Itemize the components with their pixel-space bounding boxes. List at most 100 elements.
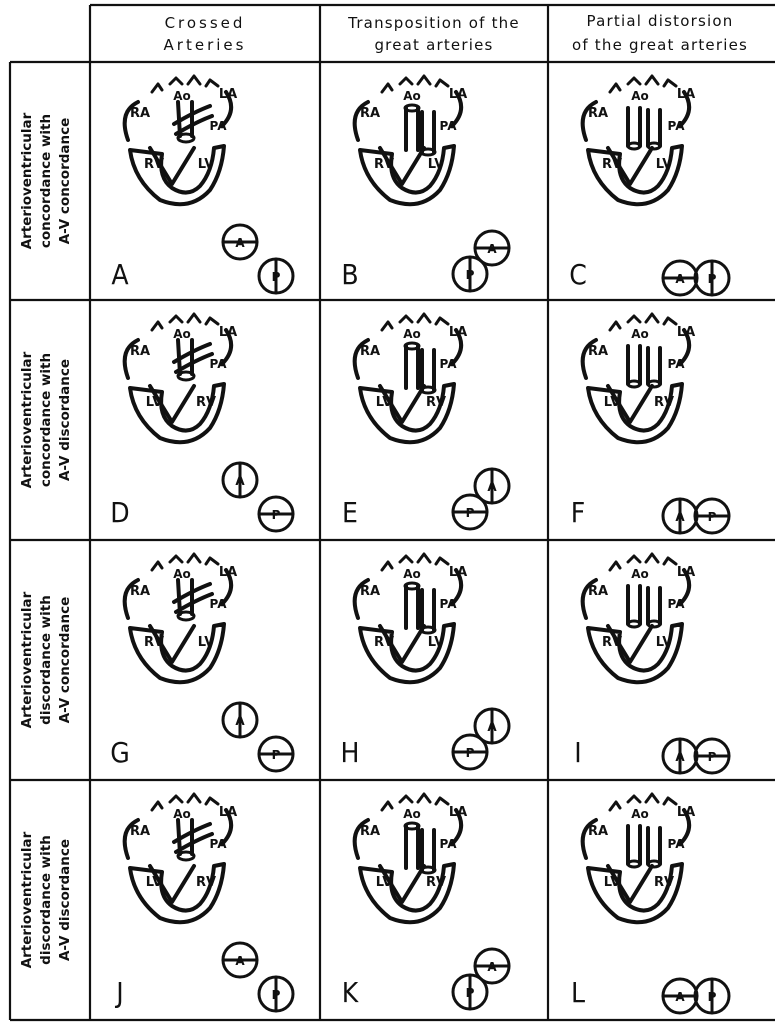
valve-label-2: A — [675, 750, 685, 764]
ventricle-label-right: LV — [604, 395, 621, 410]
row-header-1-line2: concordance with — [38, 114, 54, 248]
ventricle-label-right: LV — [146, 395, 163, 410]
panels: RALAAoPARVLVAAPRALAAoPARVLVBAPRALAAoPARV… — [110, 76, 729, 1013]
row-header-2-line1: Arterioventricular — [19, 351, 35, 488]
ventricle-label-right: RV — [602, 157, 622, 172]
atrium-label-right: RA — [588, 584, 608, 599]
valve-ring — [178, 612, 194, 620]
valve-label-2: P — [466, 268, 475, 282]
pulmonary-artery-label: PA — [210, 119, 228, 133]
valve-label-2: P — [466, 986, 475, 1000]
row-header-2-line2: concordance with — [38, 353, 54, 487]
aorta-label: Ao — [631, 567, 649, 581]
panel-letter: D — [110, 496, 129, 529]
pulmonary-artery-label: PA — [210, 597, 228, 611]
ventricle-label-left: RV — [654, 395, 674, 410]
column-headers: Crossed Arteries Transposition of the gr… — [164, 12, 749, 54]
valve-cusp-lines — [663, 261, 712, 295]
side-by-side-trunks — [628, 346, 660, 384]
valve-ring — [178, 372, 194, 380]
atrium-label-left: LA — [219, 325, 237, 340]
side-by-side-trunks — [628, 586, 660, 624]
ventricle-label-right: LV — [604, 875, 621, 890]
heart-panel-i: RALAAoPARVLVIPA — [574, 554, 729, 773]
row-header-1-line3: A-V concordance — [57, 118, 73, 245]
heart-panel-g: RALAAoPARVLVGPA — [110, 554, 293, 771]
ventricle-label-left: LV — [428, 157, 445, 172]
atrium-label-left: LA — [677, 325, 695, 340]
valve-label-1: P — [272, 748, 281, 762]
pulmonary-artery-label: PA — [440, 597, 458, 611]
heart-panel-c: RALAAoPARVLVCAP — [569, 76, 729, 295]
valve-cusp-lines — [663, 979, 712, 1013]
ventricle-label-right: LV — [376, 395, 393, 410]
heart-panel-b: RALAAoPARVLVBAP — [341, 76, 509, 291]
aorta-label: Ao — [403, 567, 421, 581]
ventricle-label-left: LV — [428, 635, 445, 650]
ventricle-label-left: RV — [196, 395, 216, 410]
heart-panel-k: RALAAoPALVRVKAP — [342, 794, 509, 1009]
atrium-label-left: LA — [219, 805, 237, 820]
valve-label-1: P — [272, 508, 281, 522]
valve-label-2: A — [675, 510, 685, 524]
ventricle-label-left: LV — [198, 157, 215, 172]
column-header-partial-line1: Partial distorsion — [587, 12, 734, 30]
panel-letter: E — [342, 496, 358, 529]
valve-label-1: A — [487, 242, 497, 256]
aorta-label: Ao — [173, 567, 191, 581]
pulmonary-artery-label: PA — [440, 357, 458, 371]
aorta-label: Ao — [403, 327, 421, 341]
valve-label-2: A — [235, 714, 245, 728]
column-header-transposition-line1: Transposition of the — [347, 14, 520, 32]
panel-letter: J — [114, 976, 123, 1009]
valve-label-1: P — [466, 506, 475, 520]
atrium-label-right: RA — [130, 344, 150, 359]
ventricle-label-right: LV — [376, 875, 393, 890]
aorta-label: Ao — [173, 807, 191, 821]
valve-label-1: A — [235, 236, 245, 250]
valve-label-2: A — [487, 480, 497, 494]
valve-label-1: A — [675, 990, 685, 1004]
valve-diagram: PA — [453, 469, 509, 529]
valve-diagram: PA — [223, 463, 293, 531]
atrium-label-right: RA — [588, 344, 608, 359]
valve-ring — [178, 852, 194, 860]
atrium-label-right: RA — [588, 106, 608, 121]
aorta-label: Ao — [173, 327, 191, 341]
panel-letter: H — [341, 736, 360, 769]
pulmonary-artery-label: PA — [668, 119, 686, 133]
panel-letter: I — [574, 736, 581, 769]
atrium-label-right: RA — [588, 824, 608, 839]
row-header-2-line3: A-V discordance — [57, 359, 73, 481]
valve-label-1: P — [708, 510, 717, 524]
row-header-3-line1: Arterioventricular — [19, 591, 35, 728]
side-by-side-trunks — [628, 826, 660, 864]
pulmonary-artery-label: PA — [440, 119, 458, 133]
valve-label-1: A — [675, 272, 685, 286]
valve-cusp-lines — [240, 463, 293, 514]
valve-cusp-lines — [223, 242, 276, 293]
heart-panel-e: RALAAoPALVRVEPA — [342, 314, 509, 529]
atrium-label-left: LA — [219, 565, 237, 580]
heart-panel-l: RALAAoPALVRVLAP — [571, 794, 729, 1013]
parallel-trunks — [406, 346, 434, 390]
heart-panel-j: RALAAoPALVRVJAP — [114, 794, 293, 1011]
atrium-label-right: RA — [130, 584, 150, 599]
ventricle-label-right: RV — [144, 157, 164, 172]
heart-panel-h: RALAAoPARVLVHPA — [341, 554, 509, 769]
atrium-label-left: LA — [449, 87, 467, 102]
valve-diagram: PA — [223, 703, 293, 771]
row-header-1-line1: Arterioventricular — [19, 112, 35, 249]
aorta-label: Ao — [631, 89, 649, 103]
valve-diagram: AP — [223, 943, 293, 1011]
ventricle-label-left: RV — [426, 395, 446, 410]
panel-letter: K — [342, 976, 360, 1009]
pulmonary-artery-label: PA — [668, 597, 686, 611]
ventricle-label-left: RV — [196, 875, 216, 890]
ventricle-label-right: RV — [144, 635, 164, 650]
ventricle-label-left: LV — [656, 157, 673, 172]
ventricle-label-left: RV — [426, 875, 446, 890]
valve-diagram: AP — [663, 261, 729, 295]
valve-ring — [178, 134, 194, 142]
